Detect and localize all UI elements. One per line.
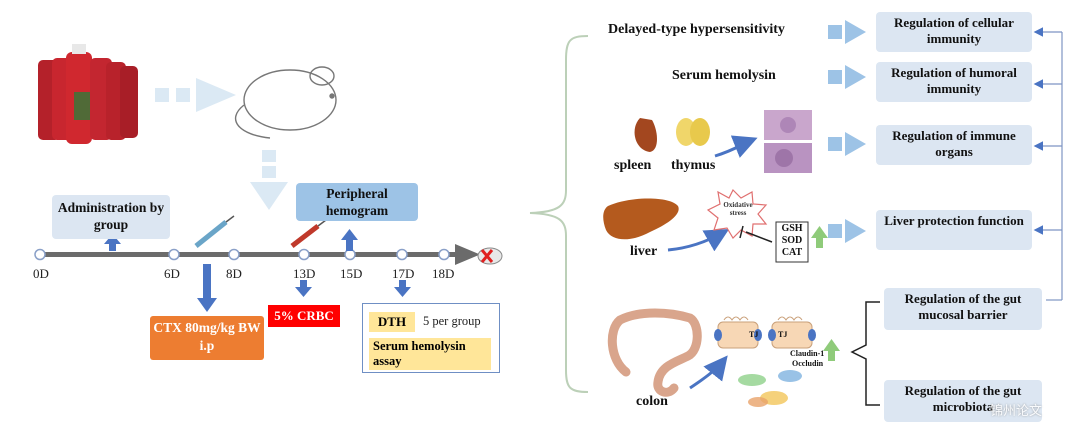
- down-arrow-dth: [394, 280, 411, 297]
- marker-sod: SOD: [781, 235, 803, 246]
- light-arrow-serum: [828, 65, 866, 89]
- tj-label-a: TJ: [749, 330, 759, 339]
- arrow-liver: [667, 229, 730, 252]
- tick-15d: 15D: [340, 266, 363, 281]
- tick-0d: 0D: [33, 266, 49, 281]
- result-immune-organs: Regulation of immune organs: [876, 125, 1032, 165]
- antioxidant-markers: GSH SOD CAT: [776, 223, 808, 259]
- arrow-organs: [714, 135, 758, 158]
- light-arrow-organs: [828, 132, 866, 156]
- light-arrow-down-1: [250, 150, 288, 210]
- result-cellular-immunity: Regulation of cellular immunity: [876, 12, 1032, 52]
- ctx-box: CTX 80mg/kg BW i.p: [150, 316, 264, 360]
- crbc-box: 5% CRBC: [268, 305, 340, 327]
- dth-box: DTH: [369, 312, 415, 332]
- curly-brace-large: [529, 35, 589, 393]
- up-arrow-admin: [104, 234, 121, 251]
- tick-13d: 13D: [293, 266, 316, 281]
- hemogram-box: Peripheral hemogram: [296, 183, 418, 221]
- marker-gsh: GSH: [781, 223, 803, 234]
- green-up-arrow: [811, 226, 828, 248]
- arrow-colon: [689, 355, 728, 390]
- serum-hemolysin-box: Serum hemolysin assay: [369, 338, 491, 370]
- dth-hemolysin-group: DTH 5 per group Serum hemolysin assay: [362, 303, 500, 373]
- colon-image: [607, 308, 702, 397]
- mouse-drawing: [234, 66, 337, 139]
- up-arrow-hemogram: [341, 229, 358, 251]
- serum-title: Serum hemolysin: [672, 68, 776, 83]
- tj-label-b: TJ: [778, 330, 788, 339]
- result-liver-protection: Liver protection function: [876, 210, 1032, 250]
- microbiota-image: [738, 370, 802, 407]
- antioxidant-box: [775, 221, 809, 263]
- down-arrow-crbc: [295, 280, 312, 297]
- oxidative-stress-burst: [706, 188, 768, 239]
- result-gut-microbiota: Regulation of the gut microbiota: [884, 380, 1042, 422]
- dth-title: Delayed-type hypersensitivity: [608, 22, 785, 37]
- result-humoral-immunity: Regulation of humoral immunity: [876, 62, 1032, 102]
- colon-label: colon: [636, 394, 668, 409]
- gut-bracket: [850, 301, 880, 406]
- liver-label: liver: [630, 244, 658, 259]
- syringe-icon: [194, 215, 235, 248]
- thymus-label: thymus: [671, 158, 716, 173]
- product-bottles-image: [38, 44, 138, 144]
- spleen-label: spleen: [614, 158, 652, 173]
- light-arrow-right-1: [155, 78, 236, 112]
- spleen-image: [634, 118, 657, 152]
- result-gut-barrier: Regulation of the gut mucosal barrier: [884, 288, 1042, 330]
- green-up-arrow-gut: [823, 339, 840, 361]
- liver-image: [603, 198, 679, 240]
- connector-right: [1033, 27, 1063, 301]
- dead-mouse-icon: [477, 247, 503, 265]
- tick-8d: 8D: [226, 266, 242, 281]
- tick-18d: 18D: [432, 266, 455, 281]
- tick-6d: 6D: [164, 266, 180, 281]
- claudin-label: Claudin-1: [790, 349, 825, 358]
- administration-box: Administration by group: [52, 195, 170, 239]
- down-arrow-ctx: [197, 264, 217, 312]
- timeline: [34, 244, 480, 265]
- histology-images: [764, 110, 812, 173]
- syringe-blood-icon: [290, 219, 327, 248]
- inhibit-line: [739, 225, 773, 243]
- thymus-image: [676, 118, 710, 146]
- marker-cat: CAT: [781, 247, 803, 258]
- watermark: 锦州论文: [990, 404, 1043, 419]
- tick-17d: 17D: [392, 266, 415, 281]
- occludin-label: Occludin: [792, 359, 824, 368]
- light-arrow-liver: [828, 219, 866, 243]
- oxidative-stress-label: Oxidative stress: [723, 201, 753, 217]
- intestinal-cells-image: [714, 316, 816, 349]
- light-arrow-dth: [828, 20, 866, 44]
- per-group-label: 5 per group: [423, 314, 481, 328]
